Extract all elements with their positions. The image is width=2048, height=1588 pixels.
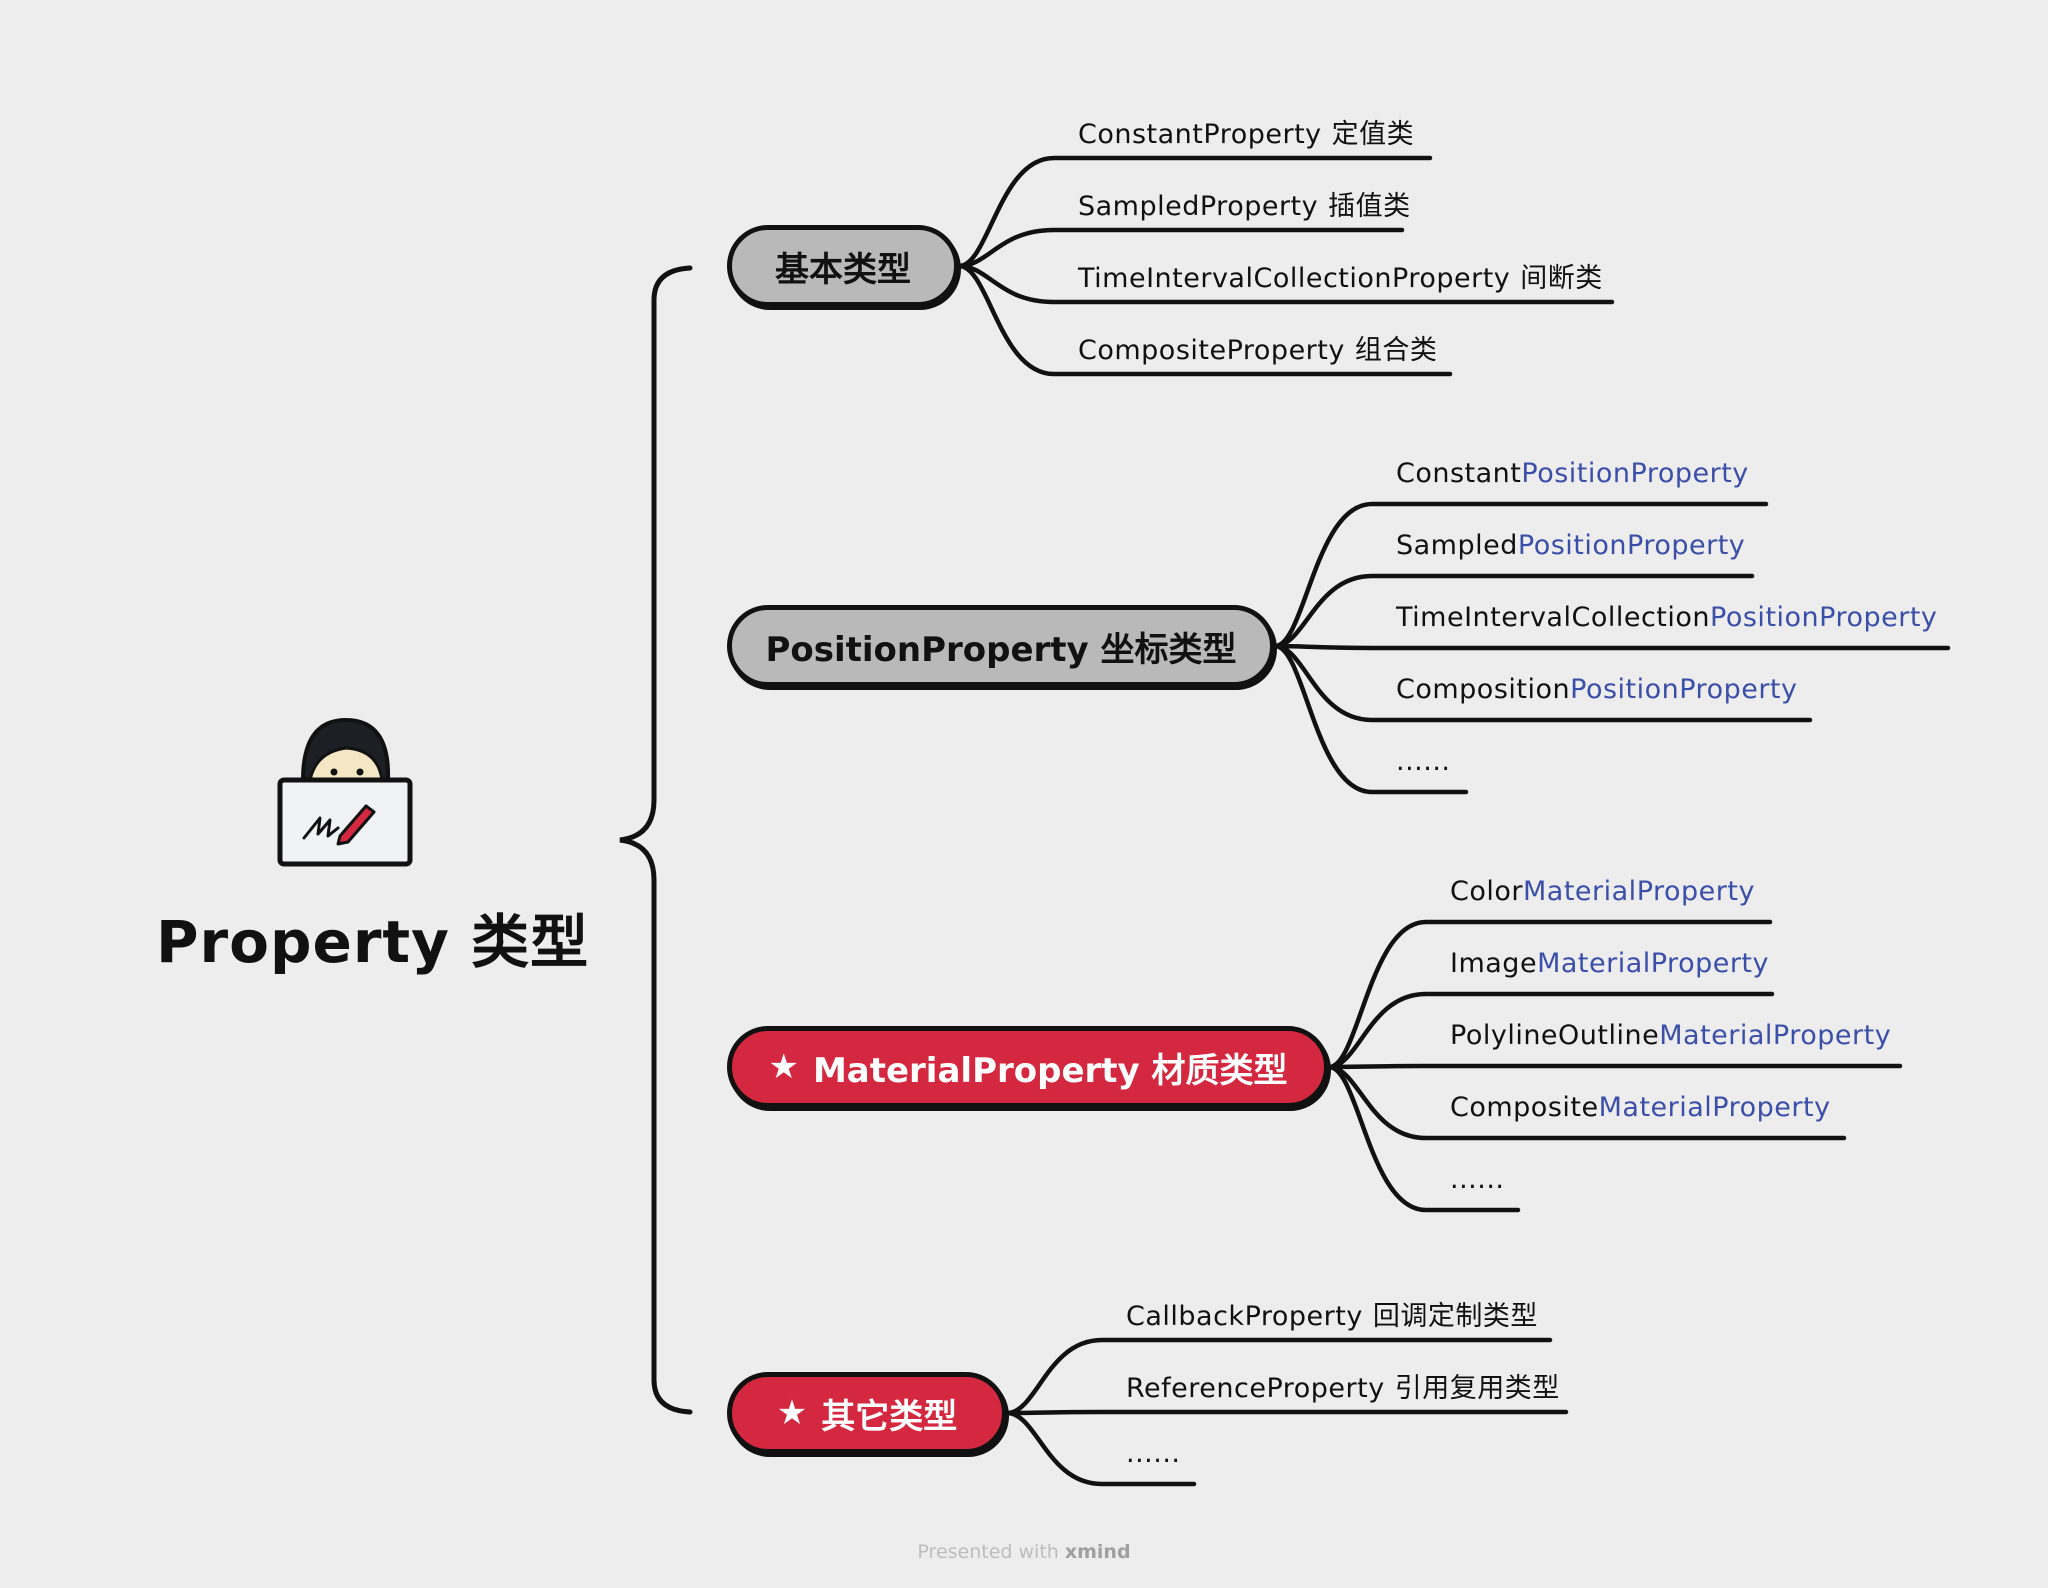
leaf-topic[interactable]: ......: [1126, 1438, 1181, 1469]
leaf-topic[interactable]: CompositeMaterialProperty: [1450, 1092, 1831, 1123]
leaf-suffix: PositionProperty: [1710, 602, 1938, 633]
leaf-suffix: MaterialProperty: [1537, 948, 1769, 979]
leaf-prefix: ......: [1126, 1438, 1181, 1469]
leaf-chinese-label: 回调定制类型: [1372, 1301, 1538, 1332]
leaf-connector-line: [1326, 1063, 1903, 1070]
leaf-prefix: Color: [1450, 876, 1523, 907]
leaf-prefix: CompositeProperty: [1078, 335, 1345, 366]
leaf-chinese-label: 引用复用类型: [1394, 1373, 1560, 1404]
leaf-suffix: MaterialProperty: [1659, 1020, 1892, 1051]
star-icon: ★: [768, 1047, 799, 1087]
leaf-connector-line: [1272, 643, 1951, 651]
leaf-connector-line: [1004, 1409, 1569, 1416]
leaf-prefix: CallbackProperty: [1126, 1301, 1363, 1332]
leaf-connector-line: [1272, 501, 1769, 649]
leaf-chinese-label: 插值类: [1328, 191, 1411, 222]
leaf-prefix: TimeIntervalCollection: [1396, 602, 1711, 633]
leaf-prefix: Image: [1450, 948, 1538, 979]
leaf-suffix: MaterialProperty: [1598, 1092, 1831, 1123]
branch-topic-3[interactable]: ★ MaterialProperty 材质类型: [727, 1026, 1329, 1108]
leaf-topic[interactable]: ......: [1450, 1164, 1505, 1195]
leaf-connector-line: [1326, 991, 1775, 1070]
leaf-topic[interactable]: CompositionPositionProperty: [1396, 674, 1798, 705]
branch-topic-1[interactable]: 基本类型: [727, 225, 959, 307]
branch-topic-label: 基本类型: [775, 249, 911, 290]
leaf-prefix: Sampled: [1396, 530, 1518, 561]
leaf-prefix: SampledProperty: [1078, 191, 1319, 222]
leaf-chinese-label: 定值类: [1331, 119, 1415, 150]
leaf-topic[interactable]: ReferenceProperty 引用复用类型: [1126, 1366, 1560, 1405]
leaf-connector-line: [956, 263, 1615, 305]
leaf-suffix: PositionProperty: [1521, 458, 1749, 489]
branch-topic-label: PositionProperty 坐标类型: [765, 629, 1237, 670]
leaf-prefix: Composition: [1396, 674, 1571, 705]
leaf-topic[interactable]: CompositeProperty 组合类: [1078, 328, 1437, 367]
leaf-topic[interactable]: CallbackProperty 回调定制类型: [1126, 1294, 1538, 1333]
leaf-suffix: PositionProperty: [1517, 530, 1746, 561]
leaf-topic[interactable]: PolylineOutlineMaterialProperty: [1450, 1020, 1891, 1051]
leaf-chinese-label: 间断类: [1520, 263, 1603, 294]
footer-brand: xmind: [1064, 1541, 1131, 1563]
leaf-connector-line: [956, 263, 1453, 377]
leaf-topic[interactable]: ConstantProperty 定值类: [1078, 112, 1414, 151]
leaf-topic[interactable]: ImageMaterialProperty: [1450, 948, 1769, 979]
leaf-prefix: PolylineOutline: [1450, 1020, 1660, 1051]
leaf-connector-line: [1004, 1337, 1553, 1416]
leaf-topic[interactable]: ......: [1396, 746, 1451, 777]
branch-topic-2[interactable]: PositionProperty 坐标类型: [727, 605, 1275, 687]
leaf-connector-line: [956, 155, 1433, 269]
leaf-connector-line: [1004, 1410, 1197, 1487]
leaf-prefix: TimeIntervalCollectionProperty: [1078, 263, 1511, 294]
leaf-prefix: ......: [1450, 1164, 1505, 1195]
mascot-laptop-icon: [277, 717, 413, 867]
leaf-topic[interactable]: SampledPositionProperty: [1396, 530, 1745, 561]
leaf-prefix: Constant: [1396, 458, 1522, 489]
leaf-chinese-label: 组合类: [1354, 335, 1438, 366]
leaf-suffix: PositionProperty: [1570, 674, 1798, 705]
leaf-connector-line: [1272, 573, 1755, 649]
star-icon: ★: [776, 1393, 808, 1433]
footer-prefix: Presented with: [917, 1541, 1059, 1563]
leaf-suffix: MaterialProperty: [1523, 876, 1755, 907]
root-brace-line: [619, 265, 693, 1415]
leaf-connector-line: [1326, 919, 1773, 1070]
leaf-connector-line: [956, 227, 1405, 269]
leaf-prefix: ReferenceProperty: [1126, 1373, 1385, 1404]
footer-credit: Presented with xmind: [0, 1541, 2048, 1563]
branch-topic-4[interactable]: ★ 其它类型: [727, 1372, 1007, 1454]
leaf-topic[interactable]: SampledProperty 插值类: [1078, 184, 1411, 223]
leaf-topic[interactable]: TimeIntervalCollectionProperty 间断类: [1078, 256, 1603, 295]
leaf-topic[interactable]: ColorMaterialProperty: [1450, 876, 1755, 907]
leaf-prefix: ......: [1396, 746, 1451, 777]
root-topic-title[interactable]: Property 类型: [156, 908, 590, 976]
leaf-prefix: Composite: [1450, 1092, 1599, 1123]
leaf-topic[interactable]: ConstantPositionProperty: [1396, 458, 1749, 489]
branch-topic-label: 其它类型: [821, 1396, 958, 1437]
leaf-prefix: ConstantProperty: [1078, 119, 1322, 150]
leaf-topic[interactable]: TimeIntervalCollectionPositionProperty: [1396, 602, 1937, 633]
leaf-connector-line: [1272, 643, 1469, 795]
branch-topic-label: MaterialProperty 材质类型: [812, 1050, 1288, 1091]
leaf-connector-line: [1326, 1064, 1521, 1213]
